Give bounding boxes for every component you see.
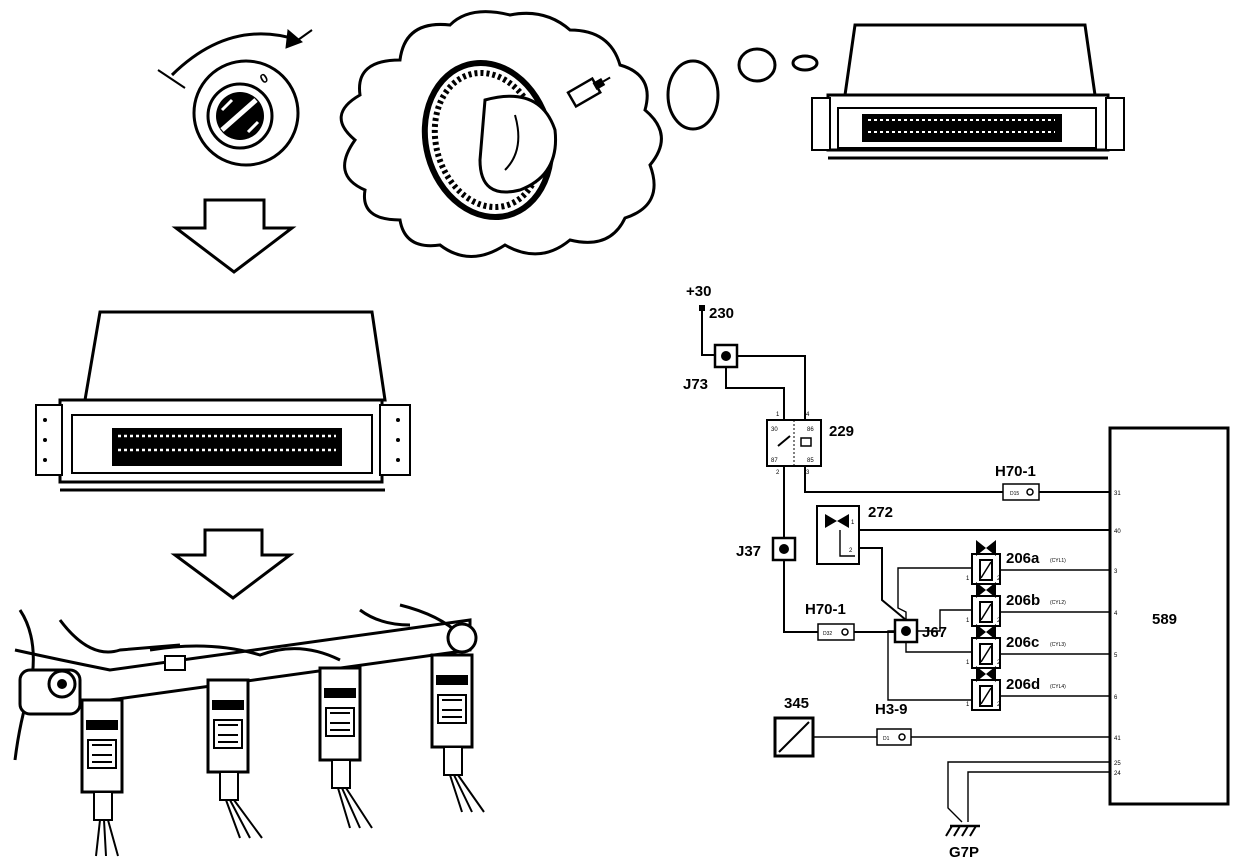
injector-206a-cyl: (CYL1): [1050, 558, 1066, 564]
injector-206b-pin-1: 1: [966, 618, 970, 624]
junction-j73-label: J73: [683, 376, 708, 393]
injector-206d-label: 206d: [1006, 676, 1040, 693]
injector-206d-cyl: (CYL4): [1050, 684, 1066, 690]
junction-j37: [771, 536, 797, 562]
injector-206c-pin-2: 2: [997, 660, 1001, 666]
ground-label: G7P: [949, 844, 979, 861]
injector-206c: [971, 624, 1001, 669]
connector-h70-bottom-label: H70-1: [805, 601, 846, 618]
pump-pin-2: 2: [849, 548, 853, 554]
junction-j37-label: J37: [736, 543, 761, 560]
relay-pin-2: 2: [776, 470, 780, 476]
connector-h70-top-label: H70-1: [995, 463, 1036, 480]
injector-206b-label: 206b: [1006, 592, 1040, 609]
ecu-pin-25: 25: [1114, 761, 1121, 767]
connector-h70-bottom-pin: D32: [823, 631, 832, 637]
relay-pin-87: 87: [771, 458, 778, 464]
injector-206a-pin-1: 1: [966, 576, 970, 582]
down-arrow-2-icon: [170, 528, 295, 600]
sensor-345: [773, 716, 815, 758]
injector-206a: [971, 540, 1001, 585]
ignition-switch-illustration: 0: [157, 29, 313, 167]
sensor-label: 345: [784, 695, 809, 712]
ecu-pin-4: 4: [1114, 611, 1118, 617]
relay-pin-85: 85: [807, 458, 814, 464]
relay-pin-3: 3: [806, 470, 810, 476]
ecu-pin-3: 3: [1114, 569, 1118, 575]
injector-206b: [971, 582, 1001, 627]
relay-229: [766, 419, 822, 467]
ecu-pin-5: 5: [1114, 653, 1118, 659]
injector-206d-pin-1: 1: [966, 702, 970, 708]
injector-206b-pin-2: 2: [997, 618, 1001, 624]
injector-206b-cyl: (CYL2): [1050, 600, 1066, 606]
supply-terminal: [699, 305, 705, 311]
ecu-pin-24: 24: [1114, 771, 1121, 777]
connector-h39-label: H3-9: [875, 701, 908, 718]
ecu-label: 589: [1152, 611, 1177, 628]
injector-206c-label: 206c: [1006, 634, 1039, 651]
fuel-pump-272: [816, 505, 860, 565]
junction-j73: [713, 343, 739, 369]
supply-label: +30: [686, 283, 711, 300]
connector-h39-pin: D1: [883, 736, 890, 742]
pump-label: 272: [868, 504, 893, 521]
junction-j67-label: J67: [922, 624, 947, 641]
ecu-large-illustration: [35, 310, 411, 492]
ecu-pin-40: 40: [1114, 529, 1121, 535]
relay-pin-86: 86: [807, 427, 814, 433]
relay-label: 229: [829, 423, 854, 440]
relay-pin-30: 30: [771, 427, 778, 433]
injector-206d-pin-2: 2: [997, 702, 1001, 708]
pump-pin-1: 1: [851, 520, 855, 526]
ecu-589: [1108, 426, 1230, 806]
relay-pin-1: 1: [776, 412, 780, 418]
fuse-label: 230: [709, 305, 734, 322]
injector-206d: [971, 666, 1001, 711]
injector-206c-cyl: (CYL3): [1050, 642, 1066, 648]
junction-j67: [893, 618, 919, 644]
injector-206c-pin-1: 1: [966, 660, 970, 666]
relay-pin-4: 4: [806, 412, 810, 418]
ecu-pin-6: 6: [1114, 695, 1118, 701]
injector-206a-pin-2: 2: [997, 576, 1001, 582]
down-arrow-1-icon: [171, 198, 297, 274]
connector-h70-top: [1002, 483, 1040, 501]
ecu-pin-41: 41: [1114, 736, 1121, 742]
ground-symbol-icon: [945, 824, 980, 837]
fuel-rail-injectors-illustration: [13, 603, 485, 857]
crank-sensor-cloud-illustration: [339, 10, 819, 258]
injector-206a-label: 206a: [1006, 550, 1040, 567]
ecu-small-illustration: [811, 23, 1125, 160]
connector-h70-top-pin: D15: [1010, 491, 1019, 497]
ecu-pin-31: 31: [1114, 491, 1121, 497]
